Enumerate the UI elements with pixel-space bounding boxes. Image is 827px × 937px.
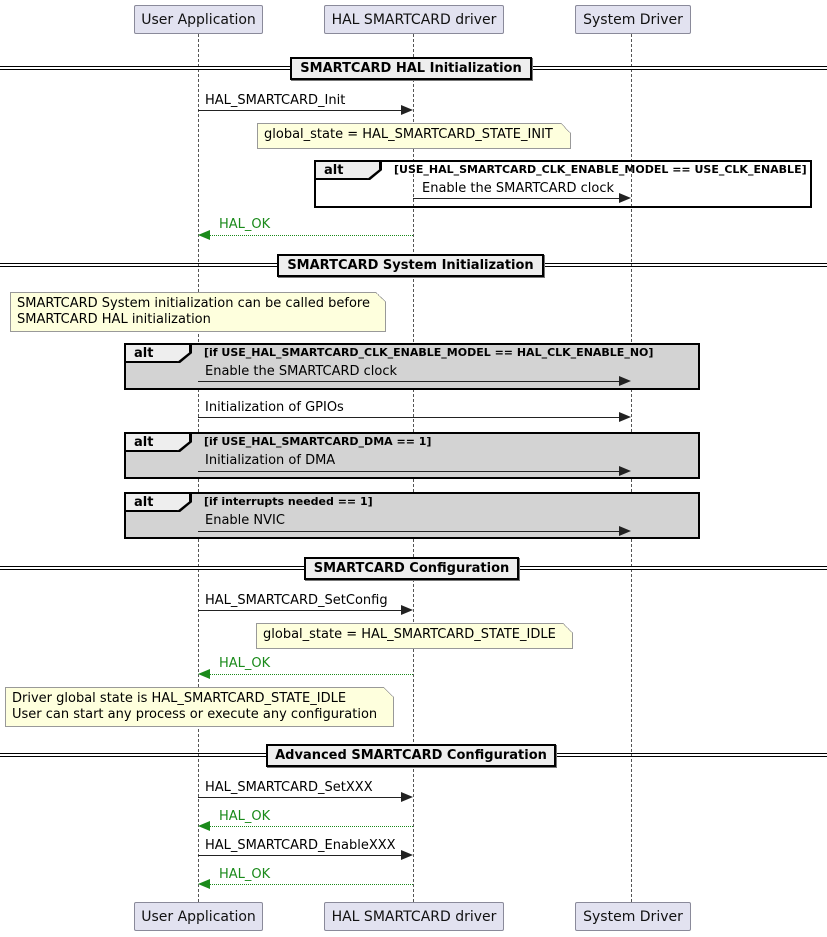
- message-label: Enable NVIC: [205, 513, 285, 528]
- message-arrow: [198, 610, 401, 611]
- note-state-init: global_state = HAL_SMARTCARD_STATE_INIT: [257, 123, 571, 149]
- arrowhead-right-icon: [401, 792, 413, 802]
- alt-guard: [if USE_HAL_SMARTCARD_CLK_ENABLE_MODEL =…: [204, 346, 654, 359]
- alt-frame-clk-enable: alt [USE_HAL_SMARTCARD_CLK_ENABLE_MODEL …: [314, 160, 812, 208]
- return-label: HAL_OK: [219, 217, 271, 232]
- return-label: HAL_OK: [219, 809, 271, 824]
- alt-guard: [if interrupts needed == 1]: [204, 495, 373, 508]
- arrowhead-right-icon: [619, 526, 631, 536]
- message-arrow: [198, 471, 619, 472]
- message-arrow: [198, 110, 401, 111]
- message-label: Enable the SMARTCARD clock: [422, 181, 615, 196]
- message-label: HAL_SMARTCARD_SetXXX: [205, 780, 373, 795]
- return-arrow: [210, 826, 413, 827]
- participant-hal-smartcard-driver-bottom: HAL SMARTCARD driver: [324, 902, 504, 931]
- message-arrow: [198, 417, 619, 418]
- arrowhead-right-icon: [619, 376, 631, 386]
- message-arrow: [198, 531, 619, 532]
- arrowhead-right-icon: [619, 193, 631, 203]
- alt-tag: alt: [126, 345, 190, 362]
- arrowhead-right-icon: [619, 412, 631, 422]
- section-title-hal-init: SMARTCARD HAL Initialization: [290, 57, 532, 80]
- alt-tag: alt: [126, 494, 190, 511]
- return-arrow: [210, 235, 413, 236]
- section-title-configuration: SMARTCARD Configuration: [304, 557, 519, 580]
- arrowhead-left-icon: [198, 879, 210, 889]
- section-title-advanced-config: Advanced SMARTCARD Configuration: [266, 744, 556, 767]
- arrowhead-left-icon: [198, 230, 210, 240]
- alt-tag: alt: [316, 162, 380, 179]
- return-label: HAL_OK: [219, 656, 271, 671]
- return-arrow: [210, 884, 413, 885]
- arrowhead-left-icon: [198, 669, 210, 679]
- alt-guard: [if USE_HAL_SMARTCARD_DMA == 1]: [204, 435, 432, 448]
- message-label: HAL_SMARTCARD_EnableXXX: [205, 838, 396, 853]
- return-arrow: [210, 674, 413, 675]
- message-arrow: [413, 198, 619, 199]
- note-state-idle: global_state = HAL_SMARTCARD_STATE_IDLE: [256, 623, 573, 649]
- message-label: HAL_SMARTCARD_SetConfig: [205, 593, 388, 608]
- arrowhead-right-icon: [401, 605, 413, 615]
- message-arrow: [198, 797, 401, 798]
- return-label: HAL_OK: [219, 867, 271, 882]
- alt-frame-clk-enable-no: alt [if USE_HAL_SMARTCARD_CLK_ENABLE_MOD…: [124, 343, 700, 390]
- note-driver-idle: Driver global state is HAL_SMARTCARD_STA…: [5, 687, 394, 727]
- participant-system-driver-bottom: System Driver: [575, 902, 691, 931]
- arrowhead-left-icon: [198, 821, 210, 831]
- participant-user-application: User Application: [134, 5, 263, 34]
- participant-system-driver: System Driver: [575, 5, 691, 34]
- message-arrow: [198, 855, 401, 856]
- message-arrow: [198, 381, 619, 382]
- message-label: Initialization of DMA: [205, 453, 336, 468]
- message-label: Initialization of GPIOs: [205, 400, 344, 415]
- participant-hal-smartcard-driver: HAL SMARTCARD driver: [324, 5, 504, 34]
- message-label: HAL_SMARTCARD_Init: [205, 93, 346, 108]
- arrowhead-right-icon: [619, 466, 631, 476]
- section-title-system-init: SMARTCARD System Initialization: [277, 254, 544, 277]
- arrowhead-right-icon: [401, 105, 413, 115]
- participant-user-application-bottom: User Application: [134, 902, 263, 931]
- arrowhead-right-icon: [401, 850, 413, 860]
- note-system-init: SMARTCARD System initialization can be c…: [10, 292, 386, 332]
- alt-guard: [USE_HAL_SMARTCARD_CLK_ENABLE_MODEL == U…: [394, 163, 807, 176]
- message-label: Enable the SMARTCARD clock: [205, 364, 398, 379]
